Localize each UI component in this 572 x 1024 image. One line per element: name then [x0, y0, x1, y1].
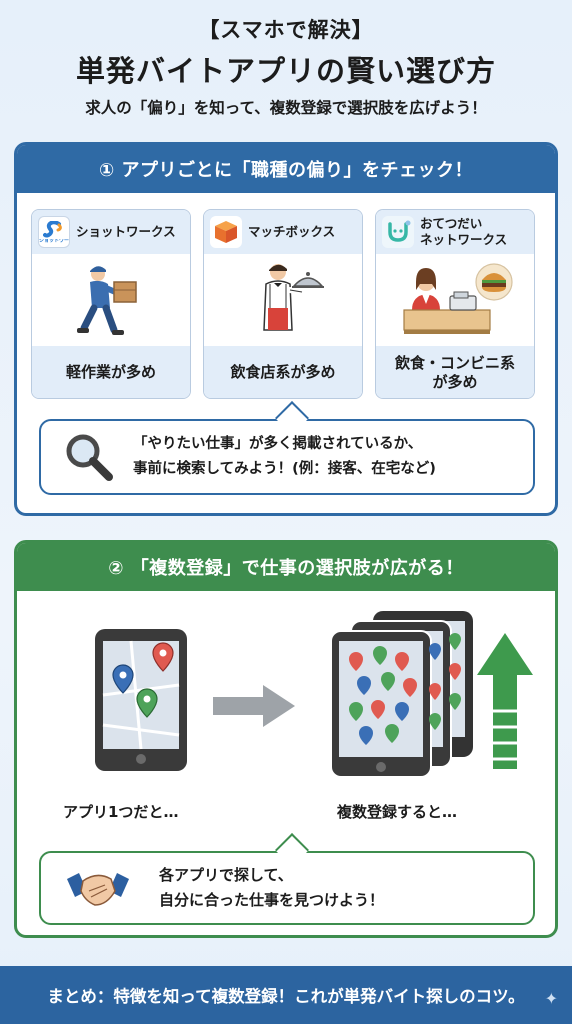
single-phone-pins	[91, 625, 191, 775]
multi-app-caption: 複数登録すると…	[337, 803, 458, 821]
cashier-burger-icon	[376, 260, 534, 342]
page-subtitle: 求人の「偏り」を知って、複数登録で選択肢を広げよう！	[85, 99, 487, 117]
search-tip-line2: 事前に検索してみよう！(例：接客、在宅など)	[133, 461, 436, 477]
find-job-tip-box: 各アプリで探して、 自分に合った仕事を見つけよう！	[39, 851, 535, 925]
shotworks-logo-text: ショットワークス	[39, 238, 69, 244]
right-arrow-icon	[213, 685, 295, 727]
section1-heading: ① アプリごとに「職種の偏り」をチェック！	[17, 145, 555, 193]
shotworks-logo-icon: ショットワークス	[38, 216, 70, 248]
app-card-matchbox: マッチボックス 飲食店系が多め	[203, 209, 363, 399]
app-cards: ショットワークス ショットワークス 軽作業が多め	[31, 209, 541, 399]
feature-shotworks: 軽作業が多め	[32, 346, 190, 398]
section2-heading: ② 「複数登録」で仕事の選択肢が広がる！	[17, 543, 555, 591]
app-name-matchbox: マッチボックス	[248, 224, 336, 240]
search-tip-line1: 「やりたい仕事」が多く掲載されているか、	[133, 436, 423, 453]
up-arrow-icon	[477, 633, 533, 769]
handshake-icon	[67, 873, 129, 906]
summary-footer: まとめ：特徴を知って複数登録！これが単発バイト探しのコツ。	[0, 966, 572, 1024]
magnifier-icon	[66, 434, 113, 481]
find-job-tip-line1: 各アプリで探して、	[159, 866, 293, 885]
search-tip-box: 「やりたい仕事」が多く掲載されているか、 事前に検索してみよう！(例：接客、在宅…	[39, 419, 535, 495]
section-multi-register: ② 「複数登録」で仕事の選択肢が広がる！	[14, 540, 558, 938]
header: 【スマホで解決】 単発バイトアプリの賢い選び方 求人の「偏り」を知って、複数登録…	[0, 14, 572, 118]
app-name-otetsudai: おてつだい ネットワークス	[420, 216, 507, 247]
sparkle-icon: ✦	[544, 989, 558, 1008]
header-tagline: 【スマホで解決】	[198, 18, 374, 42]
section-job-bias: ① アプリごとに「職種の偏り」をチェック！ ショットワークス ショットワークス	[14, 142, 558, 516]
app-card-shotworks: ショットワークス ショットワークス 軽作業が多め	[31, 209, 191, 399]
feature-otetsudai-line2: が多め	[432, 373, 478, 391]
app-name-shotworks: ショットワークス	[76, 224, 176, 240]
feature-otetsudai: 飲食・コンビニ系 が多め	[376, 346, 534, 398]
app-name-otetsudai-line2: ネットワークス	[420, 232, 508, 247]
waiter-with-cloche-icon	[204, 260, 362, 342]
otetsudai-logo-icon	[382, 216, 414, 248]
matchbox-logo-icon	[210, 216, 242, 248]
app-name-otetsudai-line1: おてつだい	[420, 216, 483, 232]
single-app-caption: アプリ1つだと…	[63, 803, 179, 821]
feature-matchbox: 飲食店系が多め	[204, 346, 362, 398]
find-job-tip-line2: 自分に合った仕事を見つけよう！	[159, 891, 385, 909]
feature-otetsudai-line1: 飲食・コンビニ系	[394, 353, 515, 372]
app-card-otetsudai: おてつだい ネットワークス	[375, 209, 535, 399]
multi-phone-pins	[329, 609, 479, 779]
summary-text: まとめ：特徴を知って複数登録！これが単発バイト探しのコツ。	[47, 987, 525, 1006]
worker-carrying-box-icon	[32, 260, 190, 342]
page-title: 単発バイトアプリの賢い選び方	[75, 54, 496, 88]
